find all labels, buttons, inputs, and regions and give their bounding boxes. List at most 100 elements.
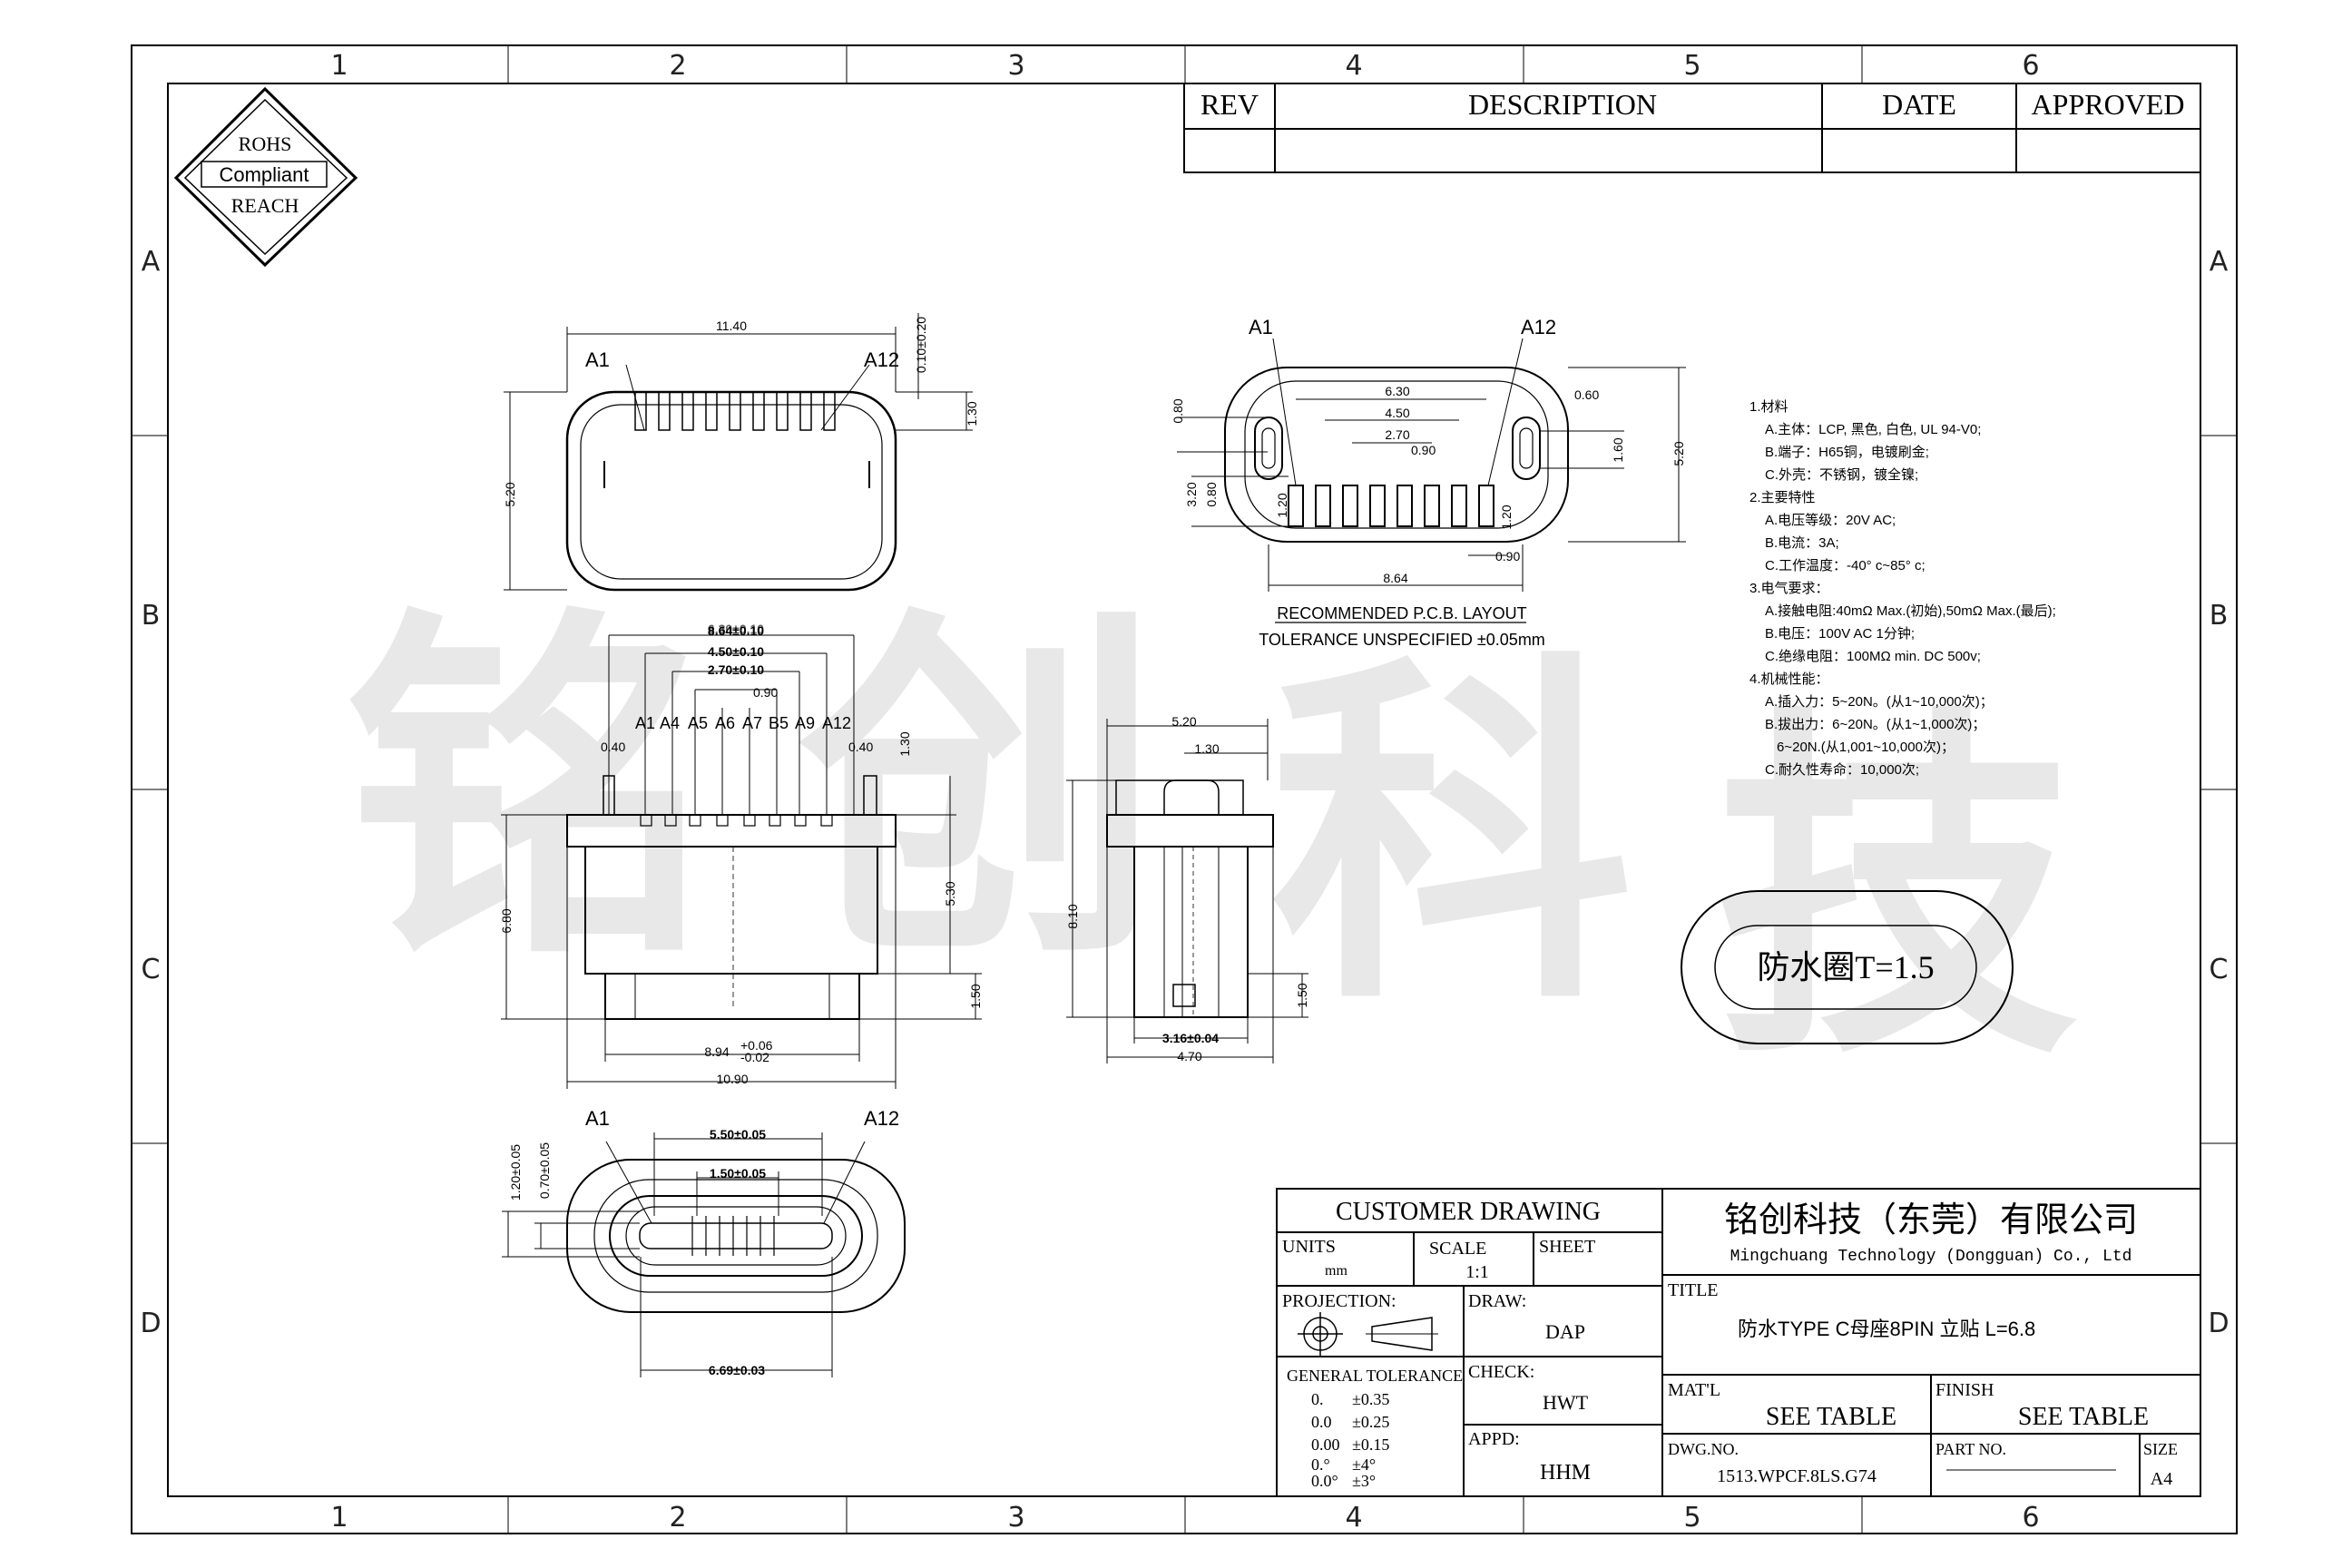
- tolerance-value-4: ±3°: [1352, 1472, 1376, 1490]
- size-label: SIZE: [2143, 1440, 2178, 1458]
- front-dim-0-40-right: 0.40: [848, 740, 873, 754]
- note-2-heading: 2.主要特性: [1749, 490, 1816, 505]
- front-dim-0-90: 0.90: [753, 685, 778, 700]
- col-label-top-3: 3: [1007, 50, 1024, 82]
- front-pin-a9: A9: [795, 714, 815, 732]
- compliant-label: Compliant: [219, 163, 309, 186]
- note-2c: C.工作温度：-40° c~85° c;: [1765, 558, 1926, 573]
- draw-value: DAP: [1545, 1320, 1585, 1343]
- note-3b: B.电压：100V AC 1分钟;: [1765, 626, 1915, 642]
- bottom-dim-5-50: 5.50±0.05: [710, 1127, 766, 1142]
- col-label-bottom-5: 5: [1683, 1502, 1700, 1534]
- watermark-char-3: 科: [1270, 626, 1633, 1048]
- col-label-bottom-4: 4: [1345, 1502, 1362, 1534]
- top-view-pin-height-dim: 1.30: [965, 401, 979, 426]
- side-view: [1066, 719, 1308, 1063]
- company-name-en: Mingchuang Technology (Dongguan) Co., Lt…: [1730, 1248, 2132, 1266]
- pcb-dim-5-20: 5.20: [1671, 441, 1686, 466]
- side-dim-1-30: 1.30: [1194, 741, 1219, 756]
- check-label: CHECK:: [1468, 1362, 1534, 1382]
- pcb-dim-8-64: 8.64: [1383, 571, 1407, 585]
- pcb-pin-a1: A1: [1249, 316, 1273, 338]
- pcb-pin-a12: A12: [1521, 316, 1556, 338]
- front-pin-a6: A6: [715, 714, 735, 732]
- pcb-dim-1-20-left: 1.20: [1275, 493, 1289, 517]
- general-tolerance-label: GENERAL TOLERANCE: [1287, 1367, 1463, 1385]
- pcb-layout-view: [1177, 338, 1686, 623]
- side-dim-8-10: 8.10: [1065, 904, 1080, 928]
- front-dim-0-40-left: 0.40: [601, 740, 625, 754]
- top-view-pin-a12: A12: [864, 348, 899, 371]
- pcb-dim-1-20-right: 1.20: [1499, 505, 1514, 529]
- watermark-char-1: 铭: [345, 581, 708, 1003]
- row-label-left-a: A: [142, 246, 161, 278]
- note-1c: C.外壳：不锈钢，镀全镍;: [1765, 466, 1918, 483]
- row-label-left-c: C: [142, 954, 161, 985]
- pcb-layout-caption: RECOMMENDED P.C.B. LAYOUT: [1277, 604, 1526, 622]
- grid-labels: 1 2 3 4 5 6 1 2 3 4 5 6 A B C D A B C D: [140, 50, 2229, 1534]
- pcb-dim-6-30: 6.30: [1385, 384, 1409, 398]
- revision-table: REV DESCRIPTION DATE APPROVED: [1183, 83, 2201, 173]
- draw-label: DRAW:: [1468, 1291, 1526, 1311]
- note-2a: A.电压等级：20V AC;: [1765, 512, 1896, 528]
- note-1-heading: 1.材料: [1749, 399, 1788, 415]
- front-pin-a4: A4: [660, 714, 680, 732]
- front-dim-1-30: 1.30: [897, 731, 912, 756]
- dwg-no-label: DWG.NO.: [1668, 1440, 1739, 1458]
- front-view-labels: 8.64±0.10 6.30±0.10 4.50±0.10 2.70±0.10 …: [499, 622, 983, 1086]
- finish-label: FINISH: [1936, 1380, 1994, 1400]
- front-pin-b5: B5: [769, 714, 789, 732]
- row-label-right-c: C: [2210, 954, 2229, 985]
- title-value: 防水TYPE C母座8PIN 立贴 L=6.8: [1738, 1318, 2035, 1340]
- top-view-width-dim: 11.40: [716, 318, 747, 333]
- front-dim-8-64: 8.64±0.10: [708, 623, 764, 638]
- bottom-pin-a1: A1: [585, 1107, 610, 1130]
- top-view: [504, 313, 973, 592]
- bottom-dim-6-69: 6.69±0.03: [709, 1363, 765, 1377]
- appd-value: HHM: [1540, 1461, 1591, 1485]
- front-view: [501, 634, 982, 1089]
- side-dim-4-70: 4.70: [1177, 1049, 1201, 1063]
- bottom-dim-0-70: 0.70±0.05: [537, 1142, 552, 1199]
- col-label-bottom-2: 2: [669, 1502, 686, 1534]
- pcb-dim-0-90-bottom: 0.90: [1495, 549, 1520, 564]
- tolerance-format-0: 0.: [1311, 1390, 1324, 1408]
- row-label-right-d: D: [2208, 1308, 2229, 1339]
- top-view-pin-a1: A1: [585, 348, 610, 371]
- rev-header: REV: [1200, 88, 1259, 121]
- dwg-no-value: 1513.WPCF.8LS.G74: [1717, 1466, 1877, 1486]
- units-label: UNITS: [1282, 1237, 1336, 1257]
- tolerance-value-1: ±0.25: [1352, 1413, 1389, 1431]
- row-label-right-a: A: [2210, 246, 2229, 278]
- company-name-cn: 铭创科技（东莞）有限公司: [1724, 1201, 2138, 1240]
- title-block: CUSTOMER DRAWING UNITS mm SCALE 1:1 SHEE…: [1276, 1188, 2201, 1497]
- bottom-view-labels: A1 A12 5.50±0.05 1.50±0.05 1.20±0.05 0.7…: [508, 1107, 899, 1377]
- note-4c: C.耐久性寿命：10,000次;: [1765, 761, 1919, 778]
- technical-notes: 1.材料 A.主体：LCP, 黑色, 白色, UL 94-V0; B.端子：H6…: [1749, 399, 2056, 778]
- watermark-char-2: 创: [799, 581, 1161, 1003]
- check-value: HWT: [1543, 1391, 1589, 1414]
- tolerance-format-2: 0.00: [1311, 1436, 1340, 1454]
- front-dim-5-30: 5.30: [943, 881, 957, 906]
- tolerance-format-3: 0.°: [1311, 1455, 1330, 1474]
- front-dim-8-94: 8.94: [704, 1044, 729, 1059]
- pcb-dim-1-60: 1.60: [1611, 437, 1625, 462]
- size-value: A4: [2151, 1469, 2172, 1489]
- top-view-labels: A1 A12 11.40 5.20 1.30 0.10±0.20: [503, 317, 979, 507]
- front-pin-a1: A1: [635, 714, 655, 732]
- col-label-top-2: 2: [669, 50, 686, 82]
- rohs-label: ROHS: [239, 132, 292, 155]
- bottom-pin-a12: A12: [864, 1107, 899, 1130]
- note-2b: B.电流：3A;: [1765, 535, 1839, 551]
- projection-label: PROJECTION:: [1282, 1291, 1396, 1311]
- gasket-callout: 防水圈T=1.5: [1681, 890, 2014, 1044]
- col-label-top-1: 1: [330, 50, 348, 82]
- date-header: DATE: [1882, 88, 1956, 121]
- bottom-dim-1-20: 1.20±0.05: [508, 1144, 523, 1200]
- part-no-label: PART NO.: [1936, 1440, 2006, 1458]
- scale-value: 1:1: [1465, 1262, 1489, 1282]
- title-label: TITLE: [1668, 1280, 1719, 1300]
- note-1b: B.端子：H65铜，电镀刷金;: [1765, 445, 1929, 460]
- appd-label: APPD:: [1468, 1429, 1520, 1449]
